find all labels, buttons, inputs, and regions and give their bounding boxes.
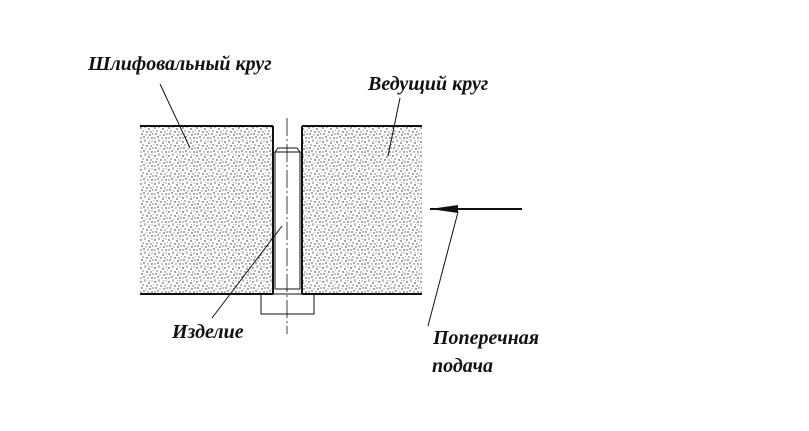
regulating-wheel-leader xyxy=(387,97,401,157)
work-rest xyxy=(260,293,315,315)
infeed-leader xyxy=(427,211,459,327)
regulating-wheel xyxy=(301,125,422,295)
infeed-label-line2: подача xyxy=(432,355,493,377)
workpiece-leader xyxy=(211,225,283,319)
infeed-label-line1: Поперечная xyxy=(432,327,539,349)
regulating-wheel-label: Ведущий круг xyxy=(367,73,488,95)
grinding-wheel-leader xyxy=(159,83,191,149)
grinding-wheel xyxy=(140,125,274,295)
workpiece xyxy=(274,147,301,290)
workpiece-label: Изделие xyxy=(171,321,244,343)
infeed-arrow xyxy=(430,205,522,213)
grinding-wheel-label: Шлифовальный круг xyxy=(87,53,272,75)
